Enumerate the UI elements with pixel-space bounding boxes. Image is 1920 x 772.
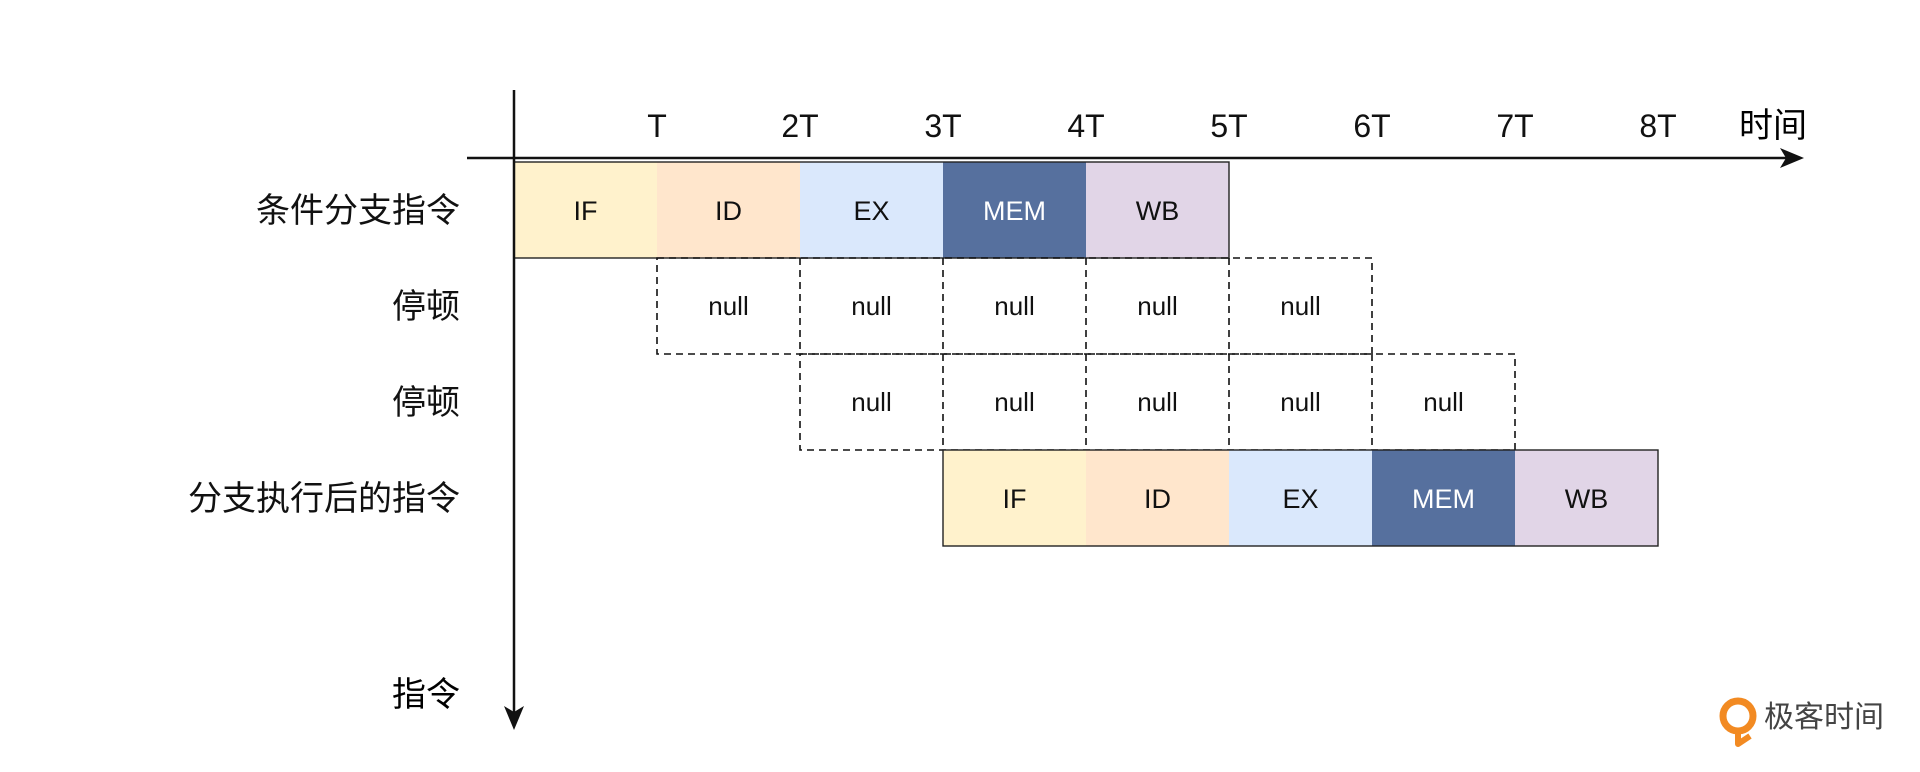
null-row-outline xyxy=(656,257,1373,355)
null-cell-label: null xyxy=(851,291,891,321)
row-label-3: 分支执行后的指令 xyxy=(188,479,460,519)
tick-label-2: 2T xyxy=(781,108,818,144)
time-axis-arrow-icon xyxy=(1780,148,1804,168)
null-cell-label: null xyxy=(851,387,891,417)
tick-labels: T 2T 3T 4T 5T 6T 7T 8T xyxy=(647,108,1676,144)
brand-watermark: 极客时间 xyxy=(1719,697,1884,747)
tick-label-3: 3T xyxy=(924,108,961,144)
stage-cell-id xyxy=(657,162,800,258)
row-2: null null null null null xyxy=(799,353,1516,451)
tick-label-1: T xyxy=(647,108,667,144)
brand-name: 极客时间 xyxy=(1764,700,1884,735)
null-cell-label: null xyxy=(1137,387,1177,417)
stage-cell-if xyxy=(514,162,657,258)
row-label-1: 停顿 xyxy=(392,287,460,327)
row-label-2: 停顿 xyxy=(392,383,460,423)
time-axis-label: 时间 xyxy=(1739,106,1807,146)
stage-row-outline xyxy=(942,449,1659,547)
tick-label-4: 4T xyxy=(1067,108,1104,144)
null-cell-label: null xyxy=(1137,291,1177,321)
stage-cell-if xyxy=(943,450,1086,546)
null-cell-label: null xyxy=(994,291,1034,321)
stage-label: WB xyxy=(1565,484,1609,514)
row-label-0: 条件分支指令 xyxy=(256,191,460,231)
stage-cell-ex xyxy=(1229,450,1372,546)
stage-cell-ex xyxy=(800,162,943,258)
stage-label: MEM xyxy=(983,196,1046,226)
null-cell-label: null xyxy=(708,291,748,321)
stage-cell-mem xyxy=(943,162,1086,258)
null-cell-label: null xyxy=(994,387,1034,417)
null-cell-label: null xyxy=(1423,387,1463,417)
tick-label-6: 6T xyxy=(1353,108,1390,144)
geektime-logo-icon xyxy=(1719,697,1757,747)
stage-cell-mem xyxy=(1372,450,1515,546)
tick-label-7: 7T xyxy=(1496,108,1533,144)
stage-label: MEM xyxy=(1412,484,1475,514)
instruction-axis-label: 指令 xyxy=(392,675,460,715)
stage-cell-id xyxy=(1086,450,1229,546)
axes-layer: 时间 指令 xyxy=(392,90,1807,730)
row-0: IF ID EX MEM WB xyxy=(513,161,1230,259)
row-3: IF ID EX MEM WB xyxy=(942,449,1659,547)
null-cell-label: null xyxy=(1280,291,1320,321)
null-cell-label: null xyxy=(1280,387,1320,417)
tick-label-5: 5T xyxy=(1210,108,1247,144)
tick-label-8: 8T xyxy=(1639,108,1676,144)
row-1: null null null null null xyxy=(656,257,1373,355)
instruction-axis-arrow-icon xyxy=(504,706,524,730)
stage-label: EX xyxy=(853,196,889,226)
stage-label: EX xyxy=(1282,484,1318,514)
stage-label: IF xyxy=(1003,484,1027,514)
stage-label: IF xyxy=(574,196,598,226)
stage-label: ID xyxy=(715,196,742,226)
stage-label: ID xyxy=(1144,484,1171,514)
stage-cell-wb xyxy=(1515,450,1658,546)
stage-cell-wb xyxy=(1086,162,1229,258)
stage-label: WB xyxy=(1136,196,1180,226)
